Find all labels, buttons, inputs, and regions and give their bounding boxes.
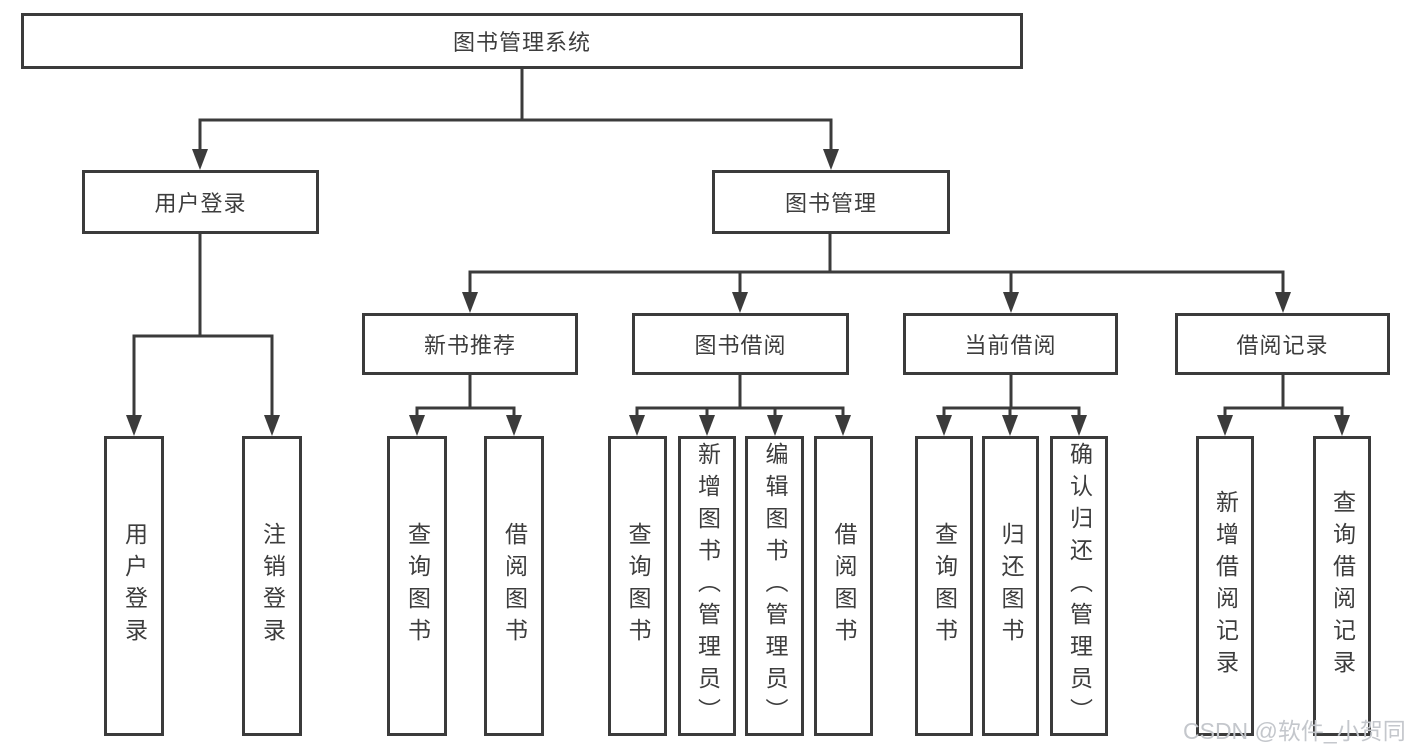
leaf-borrow-books-recommend: 借阅图书: [484, 436, 544, 736]
csdn-watermark: CSDN @软件_小贺同学: [1183, 718, 1405, 744]
leaf-edit-book-admin: 编辑图书（管理员）: [745, 436, 804, 736]
leaf-user-login: 用户登录: [104, 436, 164, 736]
connector-user-login-to-leaves: [126, 234, 280, 436]
node-user-login: 用户登录: [82, 170, 319, 234]
connector-book-borrow-to-leaves: [629, 375, 851, 436]
node-new-book-recommend: 新书推荐: [362, 313, 578, 375]
connector-borrow-records-to-leaves: [1217, 375, 1350, 436]
connector-book-management-to-level3: [462, 234, 1291, 313]
leaf-add-book-admin: 新增图书（管理员）: [678, 436, 736, 736]
connector-root-to-level2: [192, 69, 839, 170]
node-book-management: 图书管理: [712, 170, 950, 234]
connector-new-book-recommend-to-leaves: [409, 375, 522, 436]
leaf-query-books-borrow: 查询图书: [608, 436, 667, 736]
leaf-borrow-books: 借阅图书: [814, 436, 873, 736]
leaf-query-borrow-record: 查询借阅记录: [1313, 436, 1371, 736]
leaf-query-books-recommend: 查询图书: [387, 436, 447, 736]
node-root: 图书管理系统: [21, 13, 1023, 69]
node-book-borrow: 图书借阅: [632, 313, 849, 375]
leaf-add-borrow-record: 新增借阅记录: [1196, 436, 1254, 736]
node-borrow-records: 借阅记录: [1175, 313, 1390, 375]
connector-current-borrow-to-leaves: [936, 375, 1087, 436]
leaf-return-books: 归还图书: [982, 436, 1039, 736]
node-current-borrow: 当前借阅: [903, 313, 1118, 375]
leaf-query-books-current: 查询图书: [915, 436, 973, 736]
leaf-logout: 注销登录: [242, 436, 302, 736]
leaf-confirm-return-admin: 确认归还（管理员）: [1050, 436, 1108, 736]
